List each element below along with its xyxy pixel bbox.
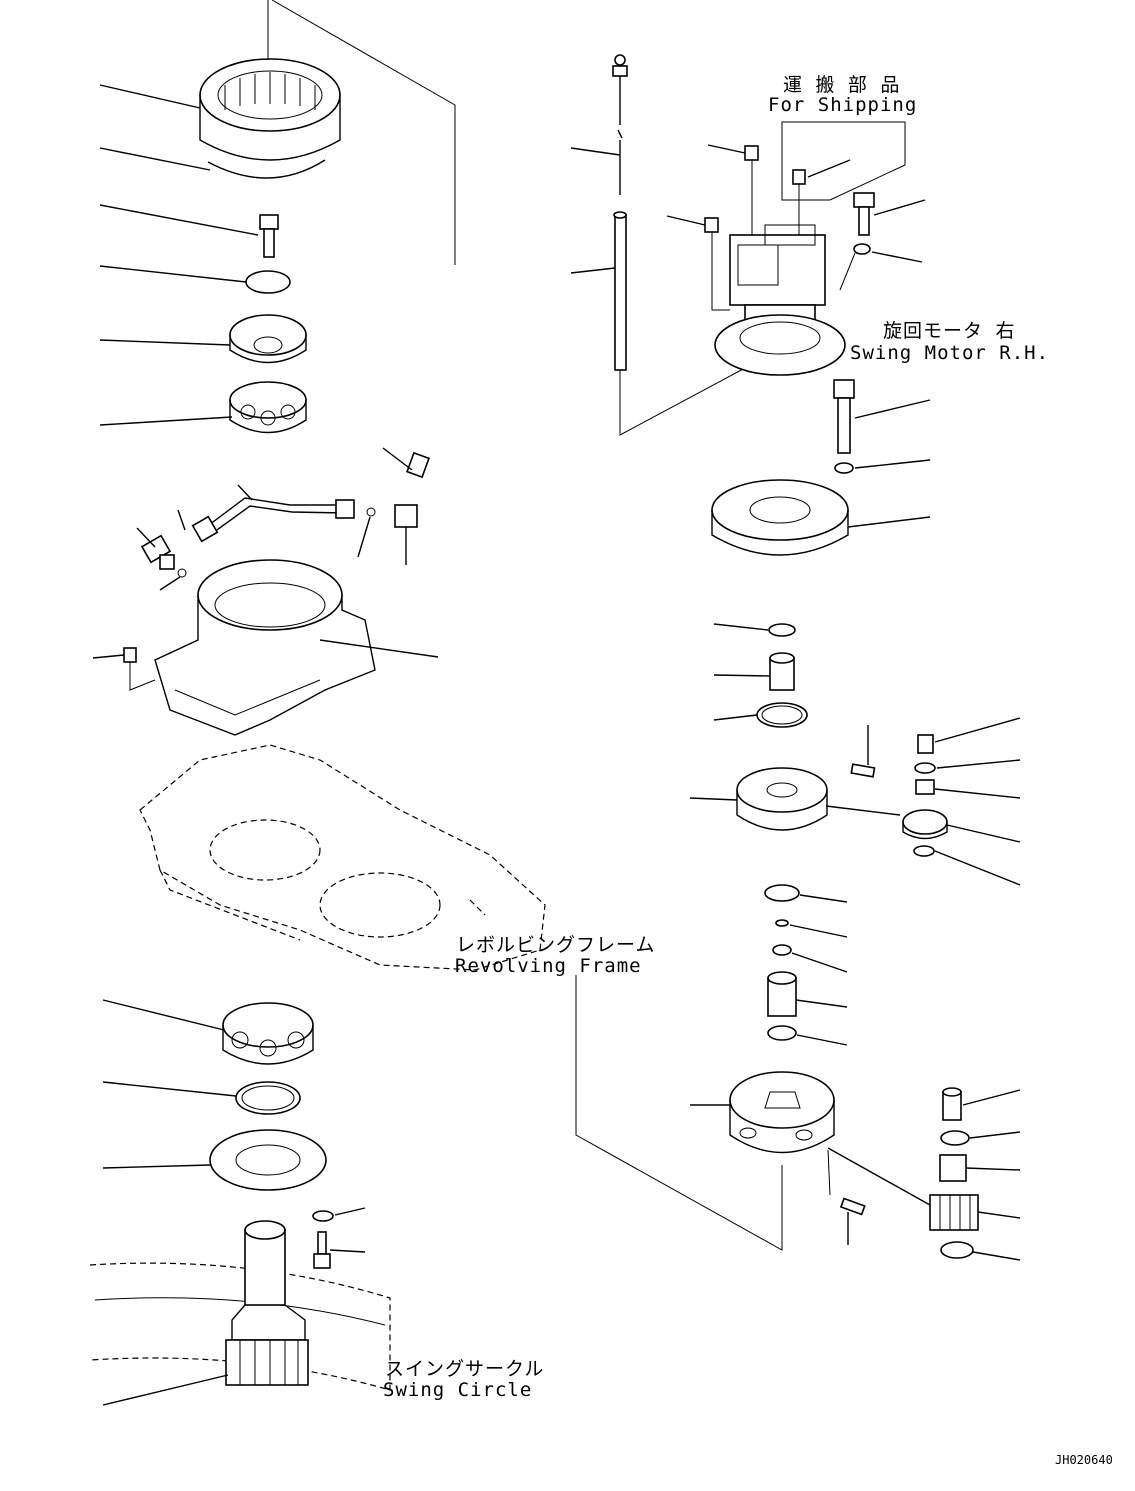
shipping-box	[781, 121, 906, 201]
long-bolt	[833, 379, 855, 454]
washer-2	[834, 462, 854, 474]
thrust-washer-1	[768, 623, 796, 637]
planet-parts-2	[929, 1087, 979, 1259]
plug-shipping	[792, 169, 806, 240]
pin-1	[850, 763, 876, 778]
carrier-1	[736, 767, 828, 831]
motor-label-jp: 旋回モータ 右	[883, 320, 1016, 342]
pipe	[613, 211, 627, 371]
sun-gear-2	[767, 971, 797, 1017]
revolving-frame-outline	[139, 744, 546, 971]
washer-motor	[839, 243, 871, 291]
small-washer-2	[772, 944, 792, 956]
shipping-label-jp: 運 搬 部 品	[783, 74, 901, 96]
holder	[711, 479, 849, 556]
tee-fitting	[394, 451, 430, 565]
ring-gear	[199, 58, 341, 161]
pinion-shaft	[225, 1220, 309, 1386]
elbow-fitting	[140, 534, 175, 570]
bearing-cover	[229, 314, 307, 364]
frame-label-jp: レボルビングフレーム	[456, 934, 656, 956]
shipping-label-en: For Shipping	[768, 94, 918, 116]
ring-seal-1	[756, 702, 808, 728]
plug-2	[704, 217, 730, 311]
plug	[123, 647, 156, 691]
level-gauge	[612, 54, 628, 195]
roller-bearing-upper	[229, 381, 307, 434]
bolt	[259, 214, 279, 258]
washer-lower	[312, 1210, 334, 1222]
snap-ring	[764, 884, 800, 902]
plate	[245, 270, 291, 294]
swing-machinery-case	[154, 559, 376, 736]
seal	[235, 1081, 301, 1115]
bolt-motor	[853, 192, 875, 236]
sun-gear-1	[769, 652, 795, 691]
motor-label-en: Swing Motor R.H.	[850, 342, 1050, 364]
bolt-lower	[313, 1231, 331, 1269]
small-washer-1	[775, 919, 789, 927]
pin-2	[839, 1197, 866, 1216]
retaining-ring	[207, 159, 326, 179]
planet-parts-1	[902, 734, 948, 857]
frame-label-en: Revolving Frame	[455, 955, 642, 977]
swing-motor	[714, 224, 846, 376]
roller-bearing-lower	[222, 1002, 314, 1065]
circle-label-en: Swing Circle	[383, 1379, 533, 1401]
hose	[191, 497, 355, 543]
retainer-flange	[209, 1129, 327, 1191]
circle-label-jp: スイングサークル	[385, 1358, 545, 1380]
drawing-number: JH020640	[1055, 1453, 1113, 1467]
carrier-2	[729, 1071, 835, 1154]
thrust-washer-2	[767, 1025, 797, 1041]
